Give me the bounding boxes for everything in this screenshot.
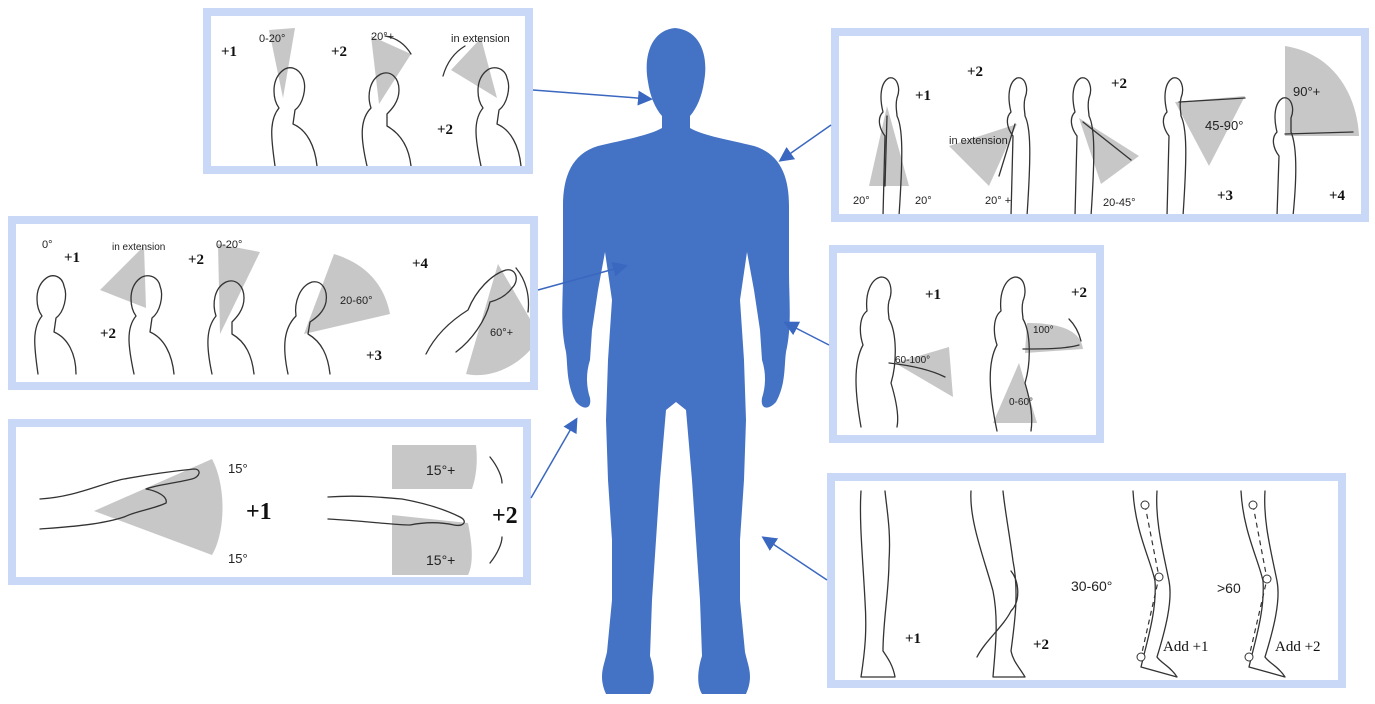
wrist-arrow xyxy=(531,420,576,498)
trunk-arrow xyxy=(538,266,625,290)
upper-arm-arrow xyxy=(781,125,831,160)
lower-arm-arrow xyxy=(786,323,829,345)
neck-arrow xyxy=(533,90,650,99)
legs-arrow xyxy=(764,538,827,580)
